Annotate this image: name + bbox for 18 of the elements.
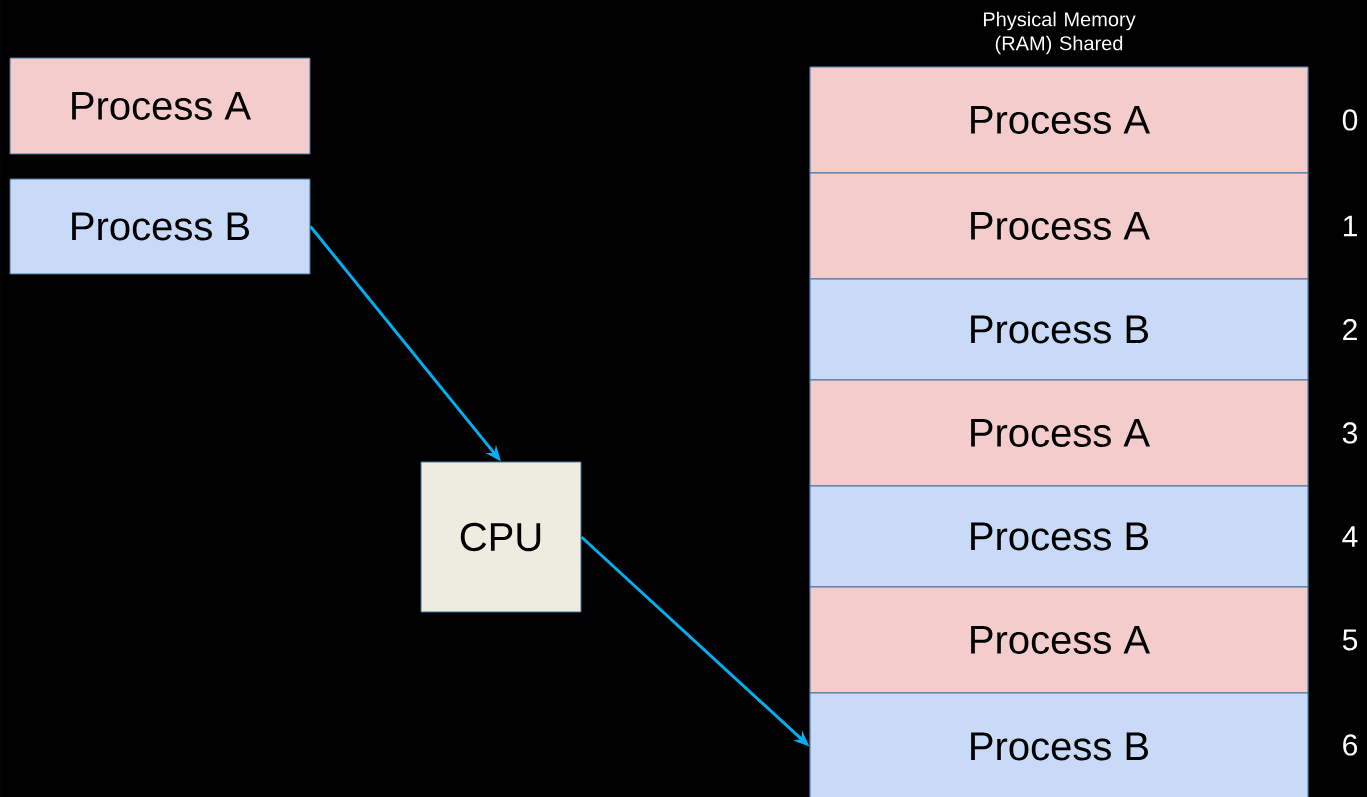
cell-number: 4 (1342, 526, 1358, 547)
cell-number: 1 (1343, 215, 1357, 237)
cell-number: 3 (1342, 422, 1358, 444)
memory-cell: Process A (809, 66, 1309, 174)
memory-cell: Process A (809, 586, 1309, 694)
process-box: Process A (9, 57, 311, 155)
cell-number: 6 (1343, 734, 1358, 756)
memory-cell: Process B (809, 485, 1309, 588)
memory-cell: Process A (809, 172, 1309, 280)
process-box: Process B (9, 178, 311, 275)
memory-cell: Process B (809, 278, 1309, 381)
memory-cell: Process B (809, 692, 1309, 797)
heading: Physical Memory (RAM) Shared (983, 11, 1136, 55)
cell-number: 2 (1343, 319, 1357, 340)
cell-number: 5 (1342, 629, 1358, 651)
memory-cell: Process A (809, 379, 1309, 487)
cell-number: 0 (1342, 109, 1358, 131)
cpu-box: CPU (420, 461, 582, 613)
